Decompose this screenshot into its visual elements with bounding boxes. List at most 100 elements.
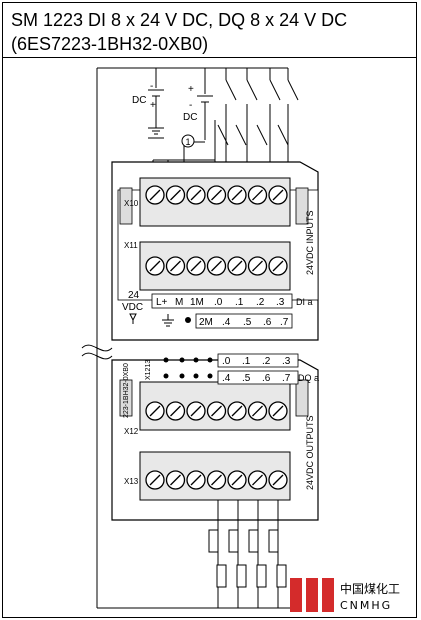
indicator-dot <box>185 317 191 323</box>
watermark-logo: 中国煤化工 CNMHG <box>290 578 400 612</box>
load-resistor <box>248 529 259 553</box>
label-dq-a: DQ a <box>298 373 319 383</box>
x-code-label: X1213 <box>145 360 152 380</box>
screw-slot <box>149 405 161 417</box>
label-dq-5: .5 <box>242 373 251 384</box>
load-resistor <box>216 564 227 588</box>
screw-slot <box>190 189 202 201</box>
screw-slot <box>231 189 243 201</box>
screw-slot <box>272 260 284 272</box>
label-dq-4: .4 <box>222 373 231 384</box>
di-label-row-2: 2M .4 .5 .6 .7 <box>195 313 293 329</box>
dc-plus-top: + <box>150 100 156 111</box>
load-resistor <box>236 564 247 588</box>
load-resistor <box>228 529 239 553</box>
screw-slot <box>272 405 284 417</box>
connector-x13: X13 <box>124 477 139 486</box>
screw-slot <box>272 474 284 486</box>
screw-slot <box>170 260 181 272</box>
label-di-0: .0 <box>214 297 223 308</box>
dc-label-mid: DC <box>183 112 197 123</box>
callout-circle <box>181 134 195 148</box>
load-resistor <box>208 529 219 553</box>
label-di-3: .3 <box>276 297 285 308</box>
load-resistor <box>256 564 267 588</box>
screw-slot <box>252 474 263 486</box>
title-box: SM 1223 DI 8 x 24 V DC, DQ 8 x 24 V DC (… <box>2 2 417 58</box>
label-1m: 1M <box>190 297 204 308</box>
label-dq-3: .3 <box>282 356 291 367</box>
title-line-1: SM 1223 DI 8 x 24 V DC, DQ 8 x 24 V DC <box>11 10 348 30</box>
outputs-side-label: 24VDC OUTPUTS <box>305 415 315 490</box>
screw-slot <box>149 189 161 201</box>
label-dq-6: .6 <box>262 373 271 384</box>
label-m: M <box>175 297 183 308</box>
screw-slot <box>272 189 284 201</box>
watermark-en: CNMHG <box>340 599 392 612</box>
connector-x10: X10 <box>124 199 139 208</box>
label-dq-0: .0 <box>222 356 231 367</box>
dc-minus-top: - <box>150 81 153 92</box>
screw-slot <box>170 405 181 417</box>
label-di-4: .4 <box>222 317 231 328</box>
screw-slot <box>252 260 263 272</box>
label-di-7: .7 <box>280 317 289 328</box>
label-2m: 2M <box>199 317 213 328</box>
ground-icon-2 <box>162 314 174 327</box>
label-di-5: .5 <box>243 317 252 328</box>
dq-label-row-1: .0 .1 .2 .3 <box>217 353 299 368</box>
screw-slot <box>170 189 181 201</box>
upper-terminal-row <box>145 185 288 205</box>
break-mark-2 <box>81 352 113 360</box>
screw-slot <box>252 405 263 417</box>
callout-1-label: 1 <box>186 137 191 147</box>
load-resistor <box>268 529 279 553</box>
break-mark <box>81 344 113 352</box>
dc-plus-mid: + <box>188 84 194 95</box>
dc-label-top: DC <box>132 95 146 106</box>
label-di-6: .6 <box>263 317 272 328</box>
status-dots <box>163 357 213 379</box>
screw-slot <box>231 405 243 417</box>
watermark-cn: 中国煤化工 <box>340 581 400 596</box>
screw-slot <box>231 474 243 486</box>
title-line-2: (6ES7223-1BH32-0XB0) <box>11 34 209 54</box>
load-resistors <box>208 500 287 608</box>
dc-minus-mid: - <box>189 100 192 111</box>
screw-slot <box>190 260 202 272</box>
connector-x11: X11 <box>124 241 138 250</box>
screw-slot <box>190 474 202 486</box>
down-arrow-icon <box>129 313 137 324</box>
screw-slot <box>211 405 222 417</box>
output-terminal-row-1 <box>145 401 288 421</box>
load-resistor <box>276 564 287 588</box>
label-di-1: .1 <box>235 297 244 308</box>
connector-x12: X12 <box>124 427 139 436</box>
screw-slot <box>211 189 222 201</box>
output-terminal-row-2 <box>145 470 288 490</box>
label-dq-1: .1 <box>242 356 251 367</box>
diagram-box <box>2 57 417 618</box>
screw-slot <box>149 260 161 272</box>
screw-slot <box>211 474 222 486</box>
label-di-a: DI a <box>296 297 313 307</box>
screw-slot <box>211 260 222 272</box>
dq-label-row-2: .4 .5 .6 .7 DQ a <box>217 370 319 385</box>
supply-label-24: 24 <box>128 290 140 301</box>
label-di-2: .2 <box>256 297 265 308</box>
screw-slot <box>149 474 161 486</box>
di-label-row: L+ M 1M .0 .1 .2 .3 DI a <box>151 293 313 309</box>
inputs-side-label: 24VDC INPUTS <box>305 210 315 275</box>
label-lplus: L+ <box>156 297 168 308</box>
screw-slot <box>170 474 181 486</box>
lower-terminal-row <box>145 256 288 276</box>
label-dq-2: .2 <box>262 356 271 367</box>
screw-slot <box>190 405 202 417</box>
label-dq-7: .7 <box>282 373 291 384</box>
screw-slot <box>252 189 263 201</box>
screw-slot <box>231 260 243 272</box>
supply-label-vdc: VDC <box>122 302 143 313</box>
part-number-vertical: 223-1BH32-0XB0 <box>123 363 130 418</box>
